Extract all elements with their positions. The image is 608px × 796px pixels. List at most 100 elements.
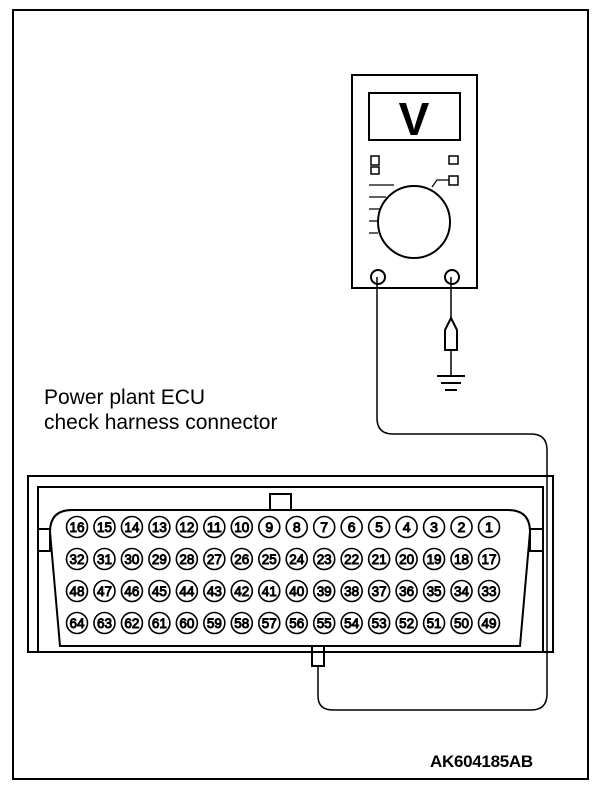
connector-pin-57: 57: [257, 611, 281, 635]
meter-indicator-right-2: [448, 175, 459, 186]
pin-circle: [203, 515, 226, 539]
pin-circle: [312, 515, 336, 539]
pin-circle: [450, 579, 473, 603]
connector-pin-3: 3: [422, 515, 446, 539]
pin-circle: [257, 611, 281, 635]
pin-number: 45: [152, 583, 167, 599]
connector-pin-36: 36: [395, 579, 418, 603]
connector-pin-63: 63: [93, 611, 116, 635]
pin-number: 40: [289, 583, 304, 599]
pin-circle: [257, 579, 281, 603]
pin-number: 51: [427, 615, 442, 631]
pin-number: 19: [427, 551, 442, 567]
pin-circle: [257, 547, 281, 571]
meter-selector-dial: [377, 185, 451, 259]
pin-circle: [230, 579, 254, 603]
pin-number: 29: [152, 551, 167, 567]
pin-number: 59: [207, 615, 222, 631]
pin-number: 18: [454, 551, 469, 567]
pin-number: 3: [430, 519, 438, 535]
meter-scale-marks-left: [369, 184, 394, 234]
pin-number: 17: [482, 551, 497, 567]
signal-lead: [317, 277, 548, 711]
pin-number: 35: [427, 583, 442, 599]
pin-circle: [450, 611, 473, 635]
connector-pin-24: 24: [285, 547, 309, 571]
connector-pin-53: 53: [367, 611, 391, 635]
pin-number: 30: [124, 551, 139, 567]
pin-circle: [230, 547, 254, 571]
pin-number: 8: [293, 519, 301, 535]
pin-circle: [340, 515, 363, 539]
pin-circle: [65, 515, 89, 539]
pin-number: 21: [372, 551, 387, 567]
connector-outer-shell: [27, 475, 554, 653]
pin-number: 53: [372, 615, 387, 631]
connector-pin-14: 14: [120, 515, 144, 539]
pin-circle: [285, 547, 309, 571]
pin-circle: [93, 547, 116, 571]
connector-pin-17: 17: [477, 547, 501, 571]
connector-pin-52: 52: [395, 611, 418, 635]
pin-number: 46: [124, 583, 139, 599]
meter-body: [351, 74, 478, 289]
pin-number: 33: [482, 583, 497, 599]
connector-pin-30: 30: [120, 547, 144, 571]
pin-circle: [148, 515, 171, 539]
pin-circle: [175, 611, 199, 635]
connector-pin-48: 48: [65, 579, 89, 603]
connector-pin-60: 60: [175, 611, 199, 635]
connector-pin-61: 61: [148, 611, 171, 635]
connector-pin-51: 51: [422, 611, 446, 635]
connector-pin-33: 33: [477, 579, 501, 603]
meter-indicator-right: [448, 155, 459, 165]
pin-circle: [175, 515, 199, 539]
pin-circle: [257, 515, 281, 539]
connector-pin-6: 6: [340, 515, 363, 539]
pin-circle: [422, 515, 446, 539]
pin-number: 52: [399, 615, 414, 631]
pin-circle: [93, 611, 116, 635]
pin-circle: [148, 547, 171, 571]
pin-circle: [203, 579, 226, 603]
ground-probe: [444, 315, 458, 351]
pin-number: 14: [124, 519, 139, 535]
pin-number: 22: [344, 551, 359, 567]
pin-number: 23: [317, 551, 332, 567]
pin-circle: [450, 547, 473, 571]
pin-circle: [450, 515, 473, 539]
pin-circle: [422, 579, 446, 603]
connector-pin-5: 5: [367, 515, 391, 539]
connector-pin-56: 56: [285, 611, 309, 635]
pin-circle: [422, 611, 446, 635]
connector-pin-54: 54: [340, 611, 363, 635]
connector-pin-58: 58: [230, 611, 254, 635]
pin-circle: [120, 579, 144, 603]
connector-pin-20: 20: [395, 547, 418, 571]
pin-circle: [367, 515, 391, 539]
pin-circle: [65, 611, 89, 635]
connector-pin-1: 1: [477, 515, 501, 539]
pin-circle: [395, 515, 418, 539]
connector-pin-19: 19: [422, 547, 446, 571]
pin-circle: [120, 515, 144, 539]
pin-circle: [203, 611, 226, 635]
connector-pin-32: 32: [65, 547, 89, 571]
pin-circle: [477, 547, 501, 571]
pin-number: 56: [289, 615, 304, 631]
pin-number: 36: [399, 583, 414, 599]
pin-number: 7: [320, 519, 328, 535]
pin-number: 48: [70, 583, 85, 599]
pin-circle: [477, 611, 501, 635]
connector-pin-64: 64: [65, 611, 89, 635]
pin-circle: [120, 611, 144, 635]
pin-number: 49: [482, 615, 497, 631]
connector-pin-28: 28: [175, 547, 199, 571]
pin-circle: [65, 579, 89, 603]
pin-number: 39: [317, 583, 332, 599]
connector-pin-25: 25: [257, 547, 281, 571]
pin-circle: [340, 579, 363, 603]
connector-pin-26: 26: [230, 547, 254, 571]
connector-label-line-2: check harness connector: [44, 411, 278, 434]
